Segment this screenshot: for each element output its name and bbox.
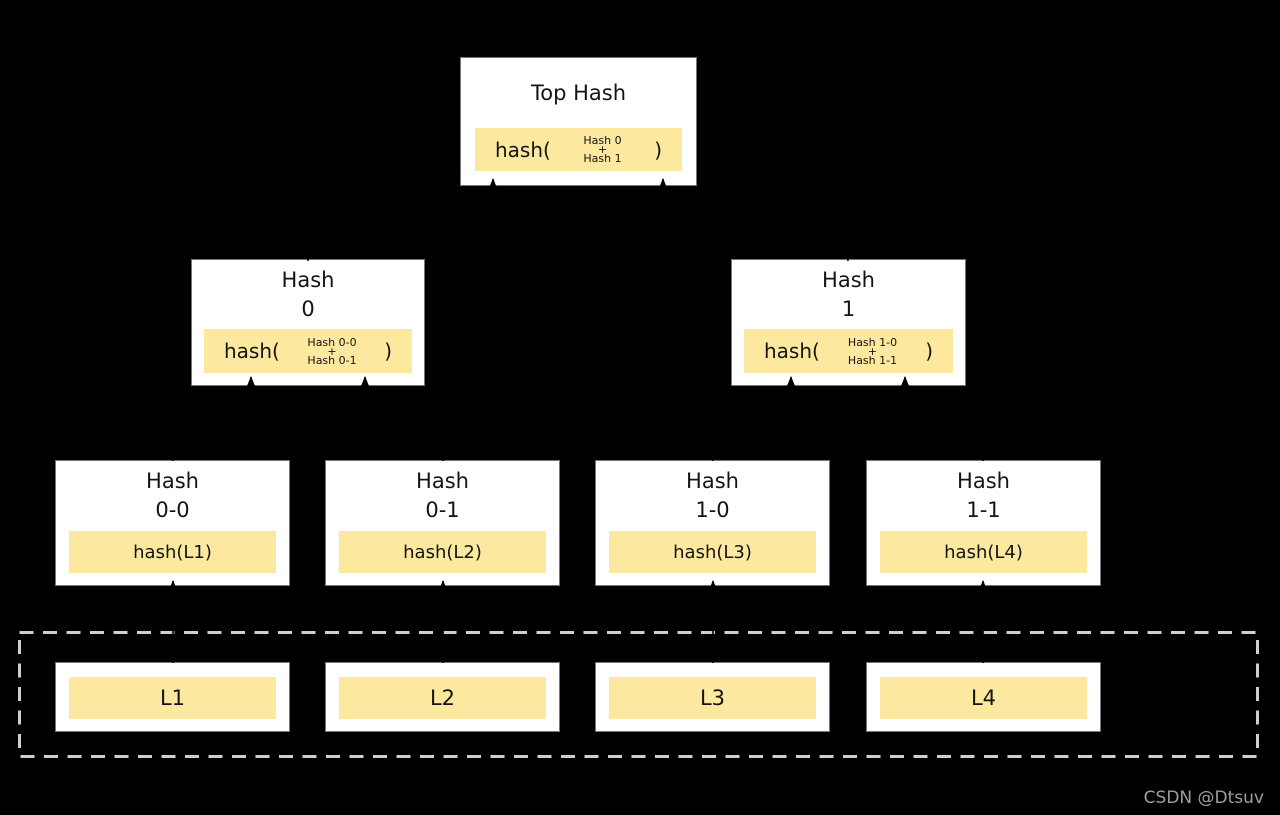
formula-prefix: hash( <box>764 339 820 363</box>
hash-formula: hash(L4) <box>880 531 1087 573</box>
node-title: Hash 1-1 <box>867 461 1100 531</box>
node-hash-1-0: Hash 1-0 hash(L3) <box>595 460 830 586</box>
node-title-line2: 0-0 <box>155 498 190 522</box>
node-title-line1: Hash <box>822 267 875 292</box>
operator-plus: + <box>327 344 337 358</box>
node-top-hash: Top Hash hash( Hash 0 + Hash 1 ) <box>460 57 697 186</box>
watermark: CSDN @Dtsuv <box>1143 788 1264 808</box>
node-title-line2: 1-0 <box>695 498 730 522</box>
formula-prefix: hash( <box>495 137 551 162</box>
hash-formula: hash( Hash 0 + Hash 1 ) <box>475 128 682 171</box>
node-title-line1: Hash <box>686 469 739 493</box>
formula-operands: Hash 1-0 + Hash 1-1 <box>847 335 898 367</box>
operator-plus: + <box>597 143 608 156</box>
operand-top: Hash 0-0 <box>307 335 357 349</box>
data-block-label: L3 <box>609 677 816 719</box>
edge-hash0-tophash <box>307 178 497 262</box>
node-hash-0-0: Hash 0-0 hash(L1) <box>55 460 290 586</box>
data-block-l4: L4 <box>866 662 1101 732</box>
node-title-line: Top Hash <box>530 80 627 105</box>
formula-suffix: ) <box>384 339 392 363</box>
operand-top: Hash 0 <box>583 134 622 147</box>
operator-plus: + <box>867 344 878 358</box>
node-title: Hash 0-0 <box>56 461 289 531</box>
operand-bottom: Hash 1-1 <box>847 353 898 367</box>
node-title-line1: Hash <box>281 267 335 292</box>
node-title: Hash 1-0 <box>596 461 829 531</box>
node-title-line1: Hash <box>146 469 199 493</box>
data-block-l1: L1 <box>55 662 290 732</box>
hash-formula: hash( Hash 1-0 + Hash 1-1 ) <box>744 329 953 373</box>
formula-operands: Hash 0-0 + Hash 0-1 <box>307 335 357 367</box>
formula-suffix: ) <box>654 137 662 162</box>
data-block-label: L4 <box>880 677 1087 719</box>
node-title-line1: Hash <box>416 469 469 493</box>
node-title: Top Hash <box>461 58 696 128</box>
formula-prefix: hash( <box>224 339 280 363</box>
node-title: Hash 0 <box>192 260 424 329</box>
node-title-line2: 0-1 <box>425 498 460 522</box>
edge-hash1-tophash <box>659 178 849 262</box>
hash-formula: hash( Hash 0-0 + Hash 0-1 ) <box>204 329 412 373</box>
formula-operands: Hash 0 + Hash 1 <box>583 134 622 165</box>
operand-bottom: Hash 1 <box>583 152 622 165</box>
edge-hash11-hash1 <box>901 376 984 462</box>
data-block-label: L2 <box>339 677 546 719</box>
node-title: Hash 0-1 <box>326 461 559 531</box>
edge-hash00-hash0 <box>172 376 255 462</box>
data-block-label: L1 <box>69 677 276 719</box>
edge-hash10-hash1 <box>712 376 795 462</box>
node-title-line1: Hash <box>957 469 1010 493</box>
hash-formula: hash(L3) <box>609 531 816 573</box>
data-block-l2: L2 <box>325 662 560 732</box>
node-title-line2: 1-1 <box>966 498 1001 522</box>
data-block-l3: L3 <box>595 662 830 732</box>
node-title-line2: 1 <box>841 296 856 321</box>
node-title: Hash 1 <box>732 260 965 329</box>
hash-formula: hash(L2) <box>339 531 546 573</box>
node-hash-1: Hash 1 hash( Hash 1-0 + Hash 1-1 ) <box>731 259 966 386</box>
operand-top: Hash 1-0 <box>847 335 898 349</box>
node-hash-1-1: Hash 1-1 hash(L4) <box>866 460 1101 586</box>
edge-hash01-hash0 <box>361 376 444 462</box>
formula-suffix: ) <box>925 339 933 363</box>
node-hash-0-1: Hash 0-1 hash(L2) <box>325 460 560 586</box>
node-title-line2: 0 <box>301 296 315 321</box>
hash-formula: hash(L1) <box>69 531 276 573</box>
node-hash-0: Hash 0 hash( Hash 0-0 + Hash 0-1 ) <box>191 259 425 386</box>
operand-bottom: Hash 0-1 <box>307 353 357 367</box>
